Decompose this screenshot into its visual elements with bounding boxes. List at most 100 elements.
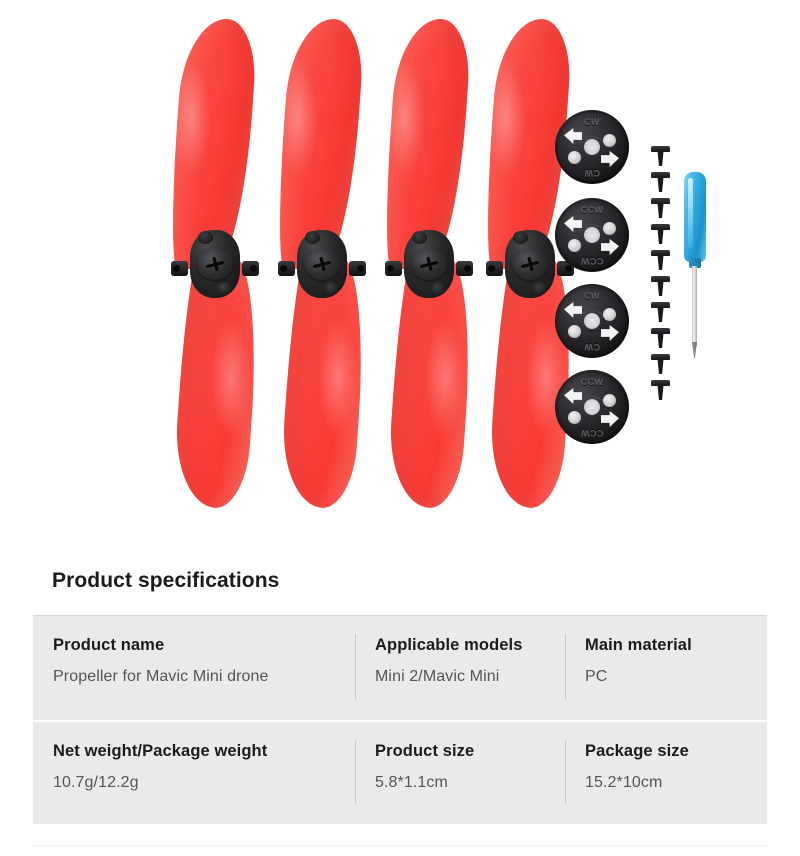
spec-value: PC <box>585 668 608 685</box>
screw-shaft <box>657 151 664 166</box>
screw-4 <box>651 224 670 245</box>
screw-3 <box>651 198 670 219</box>
plate-center-hole <box>584 399 600 415</box>
screw-head <box>651 198 670 204</box>
screw-shaft <box>657 203 664 218</box>
hub-clamp-right <box>242 261 259 276</box>
hub-clamp-left <box>385 261 402 276</box>
screw-head <box>651 328 670 334</box>
mounting-plate-4: CCW CCW <box>555 370 629 444</box>
hub-boss-bottom <box>431 282 446 295</box>
plate-center-hole <box>584 227 600 243</box>
propeller-1 <box>155 16 275 518</box>
mounting-plate-3: CW CW <box>555 284 629 358</box>
section-title: Product specifications <box>52 569 280 592</box>
table-row: Product name Propeller for Mavic Mini dr… <box>33 616 767 720</box>
propeller-hub <box>385 228 473 300</box>
propeller-hub <box>486 228 574 300</box>
spec-label: Product name <box>53 636 165 654</box>
screw-shaft <box>657 229 664 244</box>
plate-marking-bottom: CCW <box>580 256 604 266</box>
screw-head <box>651 276 670 282</box>
mounting-plate-2: CCW CCW <box>555 198 629 272</box>
screw-shaft <box>657 177 664 192</box>
phillips-screw-icon <box>313 257 331 271</box>
product-specifications-section: Product specifications Product name Prop… <box>0 545 800 846</box>
screw-shaft <box>657 281 664 296</box>
screwdriver <box>680 172 710 362</box>
hub-boss-bottom <box>532 282 547 295</box>
screw-2 <box>651 172 670 193</box>
spec-label: Net weight/Package weight <box>53 742 268 760</box>
plate-hole <box>603 394 616 407</box>
hub-boss-top <box>513 231 528 244</box>
spec-cell-net-weight: Net weight/Package weight 10.7g/12.2g <box>33 722 355 824</box>
screw-shaft <box>657 359 664 374</box>
screw-head <box>651 146 670 152</box>
plate-center-hole <box>584 139 600 155</box>
spec-label: Product size <box>375 742 475 760</box>
hub-boss-top <box>305 231 320 244</box>
screw-head <box>651 354 670 360</box>
screw-head <box>651 250 670 256</box>
phillips-screw-icon <box>521 257 539 271</box>
screw-5 <box>651 250 670 271</box>
spec-label: Package size <box>585 742 689 760</box>
screwdriver-tip <box>691 342 698 358</box>
screw-head <box>651 380 670 386</box>
product-hero-image: CW CW CCW CCW CW CW CCW CCW <box>0 0 800 545</box>
screw-shaft <box>657 333 664 348</box>
spec-value: 5.8*1.1cm <box>375 774 448 791</box>
rotation-arrow-icon <box>574 224 610 246</box>
specifications-table: Product name Propeller for Mavic Mini dr… <box>33 615 767 824</box>
mounting-plate-1: CW CW <box>555 110 629 184</box>
propeller-4 <box>470 16 590 518</box>
plate-hole <box>568 239 581 252</box>
plate-marking-top: CCW <box>580 205 604 215</box>
plate-hole <box>568 151 581 164</box>
screwdriver-handle <box>684 172 706 262</box>
hub-clamp-left <box>278 261 295 276</box>
plate-marking-top: CW <box>584 117 600 127</box>
hub-boss-top <box>198 231 213 244</box>
hub-boss-top <box>412 231 427 244</box>
screw-10 <box>651 380 670 401</box>
plate-marking-bottom: CCW <box>580 428 604 438</box>
screwdriver-neck <box>689 258 701 268</box>
plate-marking-top: CCW <box>580 377 604 387</box>
propeller-hub <box>171 228 259 300</box>
hub-clamp-right <box>349 261 366 276</box>
screw-9 <box>651 354 670 375</box>
rotation-arrow-icon <box>574 136 610 158</box>
hub-clamp-left <box>486 261 503 276</box>
rotation-arrow-icon <box>574 396 610 418</box>
screw-head <box>651 172 670 178</box>
plate-hole <box>568 325 581 338</box>
plate-marking-bottom: CW <box>584 168 600 178</box>
screw-1 <box>651 146 670 167</box>
rotation-arrow-icon <box>574 310 610 332</box>
plate-marking-bottom: CW <box>584 342 600 352</box>
bottom-divider <box>33 845 767 846</box>
screw-shaft <box>657 307 664 322</box>
propeller-hub <box>278 228 366 300</box>
plate-marking-top: CW <box>584 291 600 301</box>
propeller-2 <box>262 16 382 518</box>
spec-value: 10.7g/12.2g <box>53 774 139 791</box>
screw-6 <box>651 276 670 297</box>
screw-7 <box>651 302 670 323</box>
spec-value: Propeller for Mavic Mini drone <box>53 668 269 685</box>
spec-label: Applicable models <box>375 636 523 654</box>
phillips-screw-icon <box>420 257 438 271</box>
table-row: Net weight/Package weight 10.7g/12.2g Pr… <box>33 720 767 824</box>
screw-head <box>651 224 670 230</box>
spec-cell-product-size: Product size 5.8*1.1cm <box>355 722 565 824</box>
spec-value: Mini 2/Mavic Mini <box>375 668 500 685</box>
plate-hole <box>568 411 581 424</box>
hub-boss-bottom <box>217 282 232 295</box>
spec-label: Main material <box>585 636 692 654</box>
phillips-screw-icon <box>206 257 224 271</box>
plate-center-hole <box>584 313 600 329</box>
screw-head <box>651 302 670 308</box>
spec-cell-main-material: Main material PC <box>565 616 767 720</box>
